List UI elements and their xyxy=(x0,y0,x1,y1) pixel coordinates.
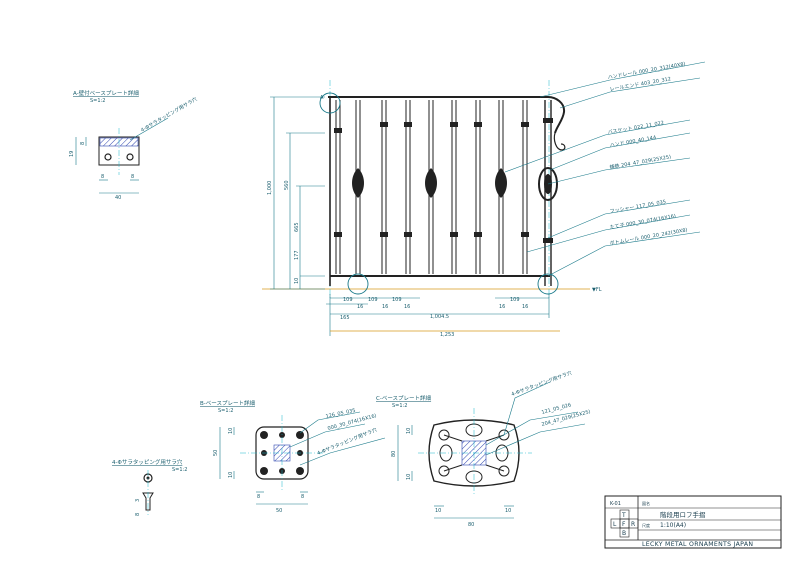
marker-a: A xyxy=(320,95,324,101)
dim-spacing-1: 109 xyxy=(343,297,353,303)
dim-edge-left: 165 xyxy=(340,315,350,321)
detail-b-dim-4: 8 xyxy=(301,494,304,500)
handrail xyxy=(328,96,566,134)
grid-r: R xyxy=(631,521,635,528)
detail-b-dim-3: 8 xyxy=(257,494,260,500)
detail-c-title: C-ベースプレート詳細 xyxy=(376,394,432,402)
dim-spacing-2: 16 xyxy=(357,304,363,310)
detail-a-marker xyxy=(319,92,341,114)
detail-c-dim-3: 10 xyxy=(435,508,441,514)
scale-label: 尺度 xyxy=(642,522,650,528)
dim-height-total: 1,000 xyxy=(267,181,273,195)
detail-b-dim-5: 10 xyxy=(228,428,234,434)
detail-b-scale: S=1:2 xyxy=(218,408,233,414)
detail-b-width: 50 xyxy=(276,508,282,514)
baluster-collars xyxy=(334,118,553,243)
label-basket: バスケット 022_11_022 xyxy=(607,119,664,136)
basket-ornaments xyxy=(352,167,558,201)
floor-level: ▼FL xyxy=(592,287,602,293)
title-block: T L F R B K-01 図名 階段用ロフ手摺 尺度 1:10(A4) LE… xyxy=(604,495,782,549)
detail-d: 4-Φサラタッピング用サラ穴 S=1:2 3 8 xyxy=(112,458,187,516)
detail-b-note-1: 126_05_035 xyxy=(325,408,356,420)
detail-a: A-壁付ベースプレート詳細 S=1:2 4-Φサラタッピング用サラ穴 40 8 … xyxy=(69,89,198,201)
drawing-name: 階段用ロフ手摺 xyxy=(660,510,706,519)
dim-height-base: 10 xyxy=(294,278,300,284)
detail-c-marker xyxy=(537,273,559,295)
detail-b-note-3: 4-Φサラタッピング用サラ穴 xyxy=(316,426,378,456)
dim-spacing-3: 109 xyxy=(368,297,378,303)
detail-d-dim-2: 8 xyxy=(135,513,141,516)
screw-side xyxy=(142,492,154,511)
detail-c-width: 80 xyxy=(468,522,474,528)
front-elevation: A 1,000 560 665 177 10 109 16 109 xyxy=(262,61,706,338)
detail-c: C-ベースプレート詳細 S=1:2 4-Φサラタッピング用サラ穴 121_05_… xyxy=(376,369,591,528)
detail-b-height: 50 xyxy=(213,450,219,456)
grid-l: L xyxy=(613,521,617,528)
detail-c-dim-4: 10 xyxy=(505,508,511,514)
part-labels: ハンドレール 000_20_312(40X8) レールエンド 403_20_31… xyxy=(607,61,688,247)
dim-span: 1,004.5 xyxy=(430,314,449,320)
detail-a-dims xyxy=(75,137,139,194)
detail-c-note-1: 4-Φサラタッピング用サラ穴 xyxy=(510,369,572,397)
detail-b-dims xyxy=(219,427,308,505)
hole-1 xyxy=(104,153,112,161)
projection-grid xyxy=(610,509,639,538)
company-name: LECKY METAL ORNAMENTS JAPAN xyxy=(642,541,753,548)
detail-a-title: A-壁付ベースプレート詳細 xyxy=(73,89,139,97)
title-block-frame xyxy=(604,495,782,549)
detail-d-scale: S=1:2 xyxy=(172,467,187,473)
dim-height-mid: 665 xyxy=(294,222,300,232)
rail-end-scroll xyxy=(553,132,566,151)
label-hand: ハンド 000_40_144 xyxy=(609,135,656,149)
detail-a-dim-2: 8 xyxy=(101,174,104,180)
detail-a-leader xyxy=(129,117,169,141)
detail-c-dims xyxy=(397,425,514,519)
detail-c-dim-5: 10 xyxy=(406,428,412,434)
hole-2 xyxy=(126,153,134,161)
detail-c-scale: S=1:2 xyxy=(392,403,407,409)
detail-a-dim-4: 19 xyxy=(69,151,75,157)
base-plate-b-holes xyxy=(260,431,304,475)
label-handrail: ハンドレール 000_20_312(40X8) xyxy=(607,61,686,81)
detail-c-leaders xyxy=(485,381,586,456)
detail-a-dim-3: 8 xyxy=(131,174,134,180)
name-label: 図名 xyxy=(642,500,650,506)
detail-b-dim-6: 10 xyxy=(228,472,234,478)
drawing-scale: 1:10(A4) xyxy=(660,522,686,529)
dim-spacing-r2: 16 xyxy=(499,304,505,310)
height-dims xyxy=(270,96,325,290)
dim-total: 1,253 xyxy=(440,332,454,338)
detail-a-scale: S=1:2 xyxy=(90,98,105,104)
dwg-no: K-01 xyxy=(610,501,621,507)
dim-spacing-6: 16 xyxy=(404,304,410,310)
dim-height-upper: 560 xyxy=(284,180,290,190)
dim-spacing-4: 16 xyxy=(382,304,388,310)
detail-c-height: 80 xyxy=(391,451,397,457)
detail-c-dim-6: 10 xyxy=(406,474,412,480)
balusters xyxy=(335,100,552,286)
detail-d-dim-1: 3 xyxy=(135,499,141,502)
dim-spacing-r3: 16 xyxy=(522,304,528,310)
detail-a-dim-5: 8 xyxy=(80,142,86,145)
detail-d-title: 4-Φサラタッピング用サラ穴 xyxy=(112,458,183,466)
base-plate-c xyxy=(428,419,520,487)
grid-b: B xyxy=(622,530,626,537)
width-dims xyxy=(326,294,550,336)
label-baluster: たて子 000_30_074(16X16) xyxy=(609,212,676,231)
grid-f: F xyxy=(622,521,626,528)
detail-b: B-ベースプレート詳細 S=1:2 126_05_035 000_30_074(… xyxy=(200,399,386,514)
detail-a-note: 4-Φサラタッピング用サラ穴 xyxy=(140,96,199,134)
grid-t: T xyxy=(621,512,626,519)
dim-height-low: 177 xyxy=(294,250,300,260)
label-bottom-rail: ボトムレール 000_20_242(30X8) xyxy=(609,226,688,247)
dim-spacing-5: 109 xyxy=(392,297,402,303)
detail-b-leaders xyxy=(289,411,386,466)
dim-spacing-r1: 109 xyxy=(510,297,520,303)
detail-a-width: 40 xyxy=(115,195,121,201)
part-leaders xyxy=(504,61,706,277)
detail-b-marker xyxy=(347,273,369,295)
detail-b-title: B-ベースプレート詳細 xyxy=(200,399,255,407)
label-washer: フッシャー 117_05_035 xyxy=(609,199,666,215)
